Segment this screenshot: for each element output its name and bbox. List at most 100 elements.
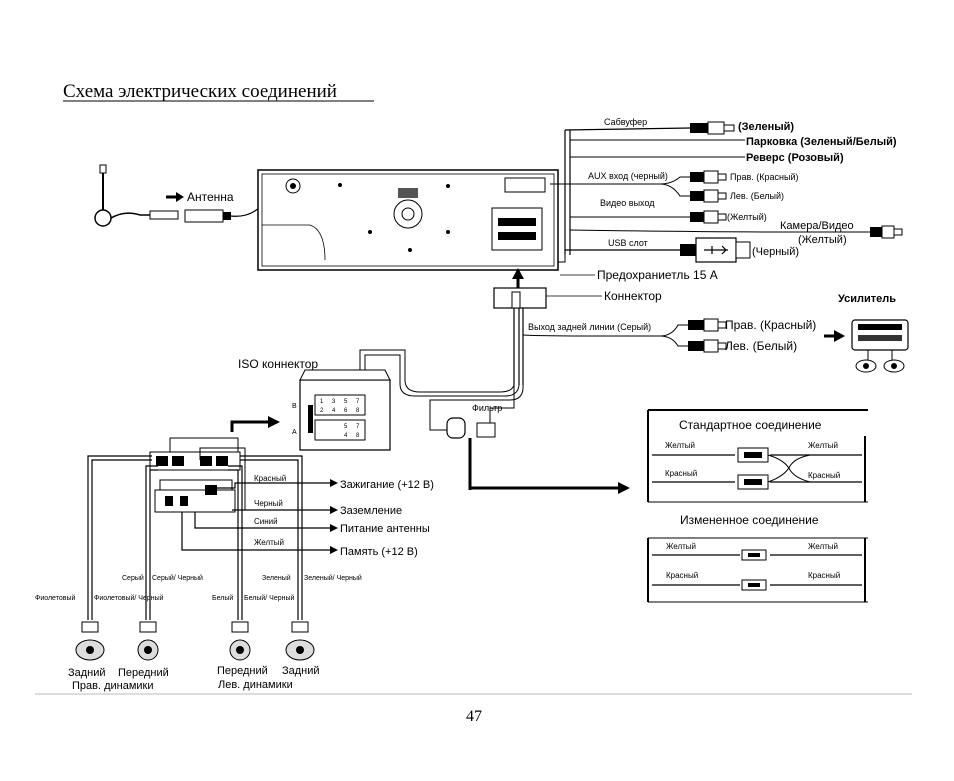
iso-pin: 5 xyxy=(344,424,348,430)
iso-pin: 6 xyxy=(344,408,348,414)
right-speakers-group-label: Прав. динамики xyxy=(72,680,154,692)
iso-pin: 8 xyxy=(356,433,360,439)
iso-pin: 7 xyxy=(356,424,360,430)
power-connector xyxy=(149,437,241,513)
speaker-front-right-label: Передний xyxy=(118,667,169,679)
iso-b-pin-grid: 1 3 5 7 2 4 6 8 xyxy=(320,399,360,414)
antenna-power-label: Питание антенны xyxy=(340,523,430,535)
video-out-label: Видео выход xyxy=(600,198,655,208)
rca-plug-icon xyxy=(688,339,727,353)
fuse-label: Предохраниетль 15 А xyxy=(597,268,718,282)
video-out-color: (Желтый) xyxy=(727,212,767,222)
ignition-label: Зажигание (+12 В) xyxy=(340,479,434,491)
usb-color: (Черный) xyxy=(752,246,799,258)
arrow-right-icon xyxy=(330,479,338,554)
speaker-rear-left-label: Задний xyxy=(282,665,320,677)
aux-right-label: Прав. (Красный) xyxy=(730,172,798,182)
rca-plug-icon xyxy=(690,210,727,224)
page-number: 47 xyxy=(466,708,482,725)
rear-right-label: Прав. (Красный) xyxy=(725,318,816,332)
iso-b-label: B xyxy=(292,403,297,410)
rear-left-label: Лев. (Белый) xyxy=(725,339,797,353)
standard-connection-box xyxy=(647,409,868,503)
power-wires xyxy=(181,447,335,551)
standard-red-left: Красный xyxy=(665,469,697,478)
wire-violet-label: Фиолетовый xyxy=(35,594,75,602)
standard-yellow-left: Желтый xyxy=(665,441,695,450)
wire-black-label: Черный xyxy=(254,499,283,508)
filter-label: Фильтр xyxy=(472,403,502,413)
aux-left-label: Лев. (Белый) xyxy=(730,191,784,201)
speaker-icon xyxy=(229,621,251,661)
arrow-right-icon xyxy=(824,330,845,342)
iso-a-pin-grid: 5 7 4 8 xyxy=(344,424,360,439)
wire-green-label: Зеленый xyxy=(262,574,291,582)
main-harness xyxy=(359,308,688,431)
speaker-icon xyxy=(75,621,105,661)
modified-connection-box xyxy=(647,537,868,603)
ground-label: Заземление xyxy=(340,505,402,517)
reverse-label: Реверс (Розовый) xyxy=(746,152,844,164)
wire-green-black-label: Зеленый/ Черный xyxy=(304,574,362,582)
arrow-right-icon xyxy=(230,416,280,432)
head-unit xyxy=(257,169,559,271)
camera-label: Камера/Видео xyxy=(780,220,854,232)
subwoofer-label: Сабвуфер xyxy=(604,117,647,127)
antenna-icon xyxy=(94,164,179,227)
amplifier-icon xyxy=(851,319,909,373)
wire-gray-label: Серый xyxy=(122,574,144,582)
connector-block xyxy=(493,287,602,309)
wire-violet-black-label: Фиолетовый/ Черный xyxy=(94,594,164,602)
iso-pin: 4 xyxy=(344,433,348,439)
standard-connection-title: Стандартное соединение xyxy=(679,418,822,432)
iso-connector-label: ISO коннектор xyxy=(238,357,318,371)
iso-pin: 2 xyxy=(320,408,324,414)
rca-plug-icon xyxy=(688,318,727,332)
output-harness xyxy=(550,127,870,263)
left-speakers-group-label: Лев. динамики xyxy=(218,679,293,691)
usb-plug-icon xyxy=(680,237,751,263)
speaker-front-left-label: Передний xyxy=(217,665,268,677)
modified-yellow-right: Желтый xyxy=(808,542,838,551)
filter-icon xyxy=(446,417,630,494)
iso-connector xyxy=(299,369,391,451)
arrow-up-icon xyxy=(512,268,524,290)
amplifier-label: Усилитель xyxy=(838,293,896,305)
iso-pin: 1 xyxy=(320,399,324,405)
rear-line-out-label: Выход задней линии (Серый) xyxy=(528,322,651,332)
camera-color: (Желтый) xyxy=(798,234,847,246)
modified-red-right: Красный xyxy=(808,571,840,580)
iso-pin: 3 xyxy=(332,399,336,405)
antenna-label: Антенна xyxy=(187,190,234,204)
iso-a-label: A xyxy=(292,429,297,436)
aux-in-label: AUX вход (черный) xyxy=(588,171,668,181)
speaker-icon xyxy=(137,621,159,661)
iso-pin: 4 xyxy=(332,408,336,414)
standard-yellow-right: Желтый xyxy=(808,441,838,450)
rca-plug-icon xyxy=(870,225,903,239)
page-title: Схема электрических соединений xyxy=(63,81,337,102)
wire-yellow-label: Желтый xyxy=(254,538,284,547)
rca-plug-icon xyxy=(690,189,727,203)
wire-blue-label: Синий xyxy=(254,517,278,526)
rca-plug-icon xyxy=(690,170,727,184)
wire-white-black-label: Белый/ Черный xyxy=(244,594,295,602)
usb-label: USB слот xyxy=(608,238,648,248)
speaker-rear-right-label: Задний xyxy=(68,667,106,679)
modified-red-left: Красный xyxy=(666,571,698,580)
iso-pin: 8 xyxy=(356,408,360,414)
parking-label: Парковка (Зеленый/Белый) xyxy=(746,136,897,148)
standard-red-right: Красный xyxy=(808,471,840,480)
wire-red-label: Красный xyxy=(254,474,286,483)
memory-label: Память (+12 В) xyxy=(340,546,418,558)
connector-label: Коннектор xyxy=(604,289,662,303)
modified-connection-title: Измененное соединение xyxy=(680,513,819,527)
antenna-plug-icon xyxy=(184,204,263,223)
wire-white-label: Белый xyxy=(212,594,233,602)
speaker-icon xyxy=(285,621,315,661)
modified-yellow-left: Желтый xyxy=(666,542,696,551)
iso-pin: 5 xyxy=(344,399,348,405)
subwoofer-color: (Зеленый) xyxy=(738,121,794,133)
